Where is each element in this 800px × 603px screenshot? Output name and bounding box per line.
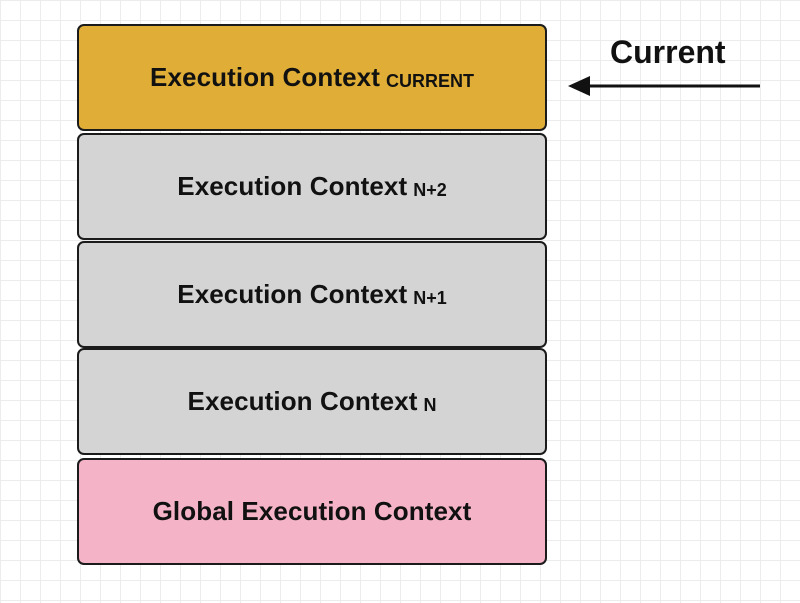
- execution-context-n-plus-2: Execution Context N+2: [77, 133, 547, 240]
- current-pointer-label: Current: [610, 34, 726, 70]
- context-subscript: N+1: [413, 288, 447, 308]
- context-label: Execution Context: [177, 171, 408, 201]
- execution-context-current: Execution Context CURRENT: [77, 24, 547, 131]
- context-subscript: N+2: [413, 180, 447, 200]
- context-label: Execution Context: [177, 279, 408, 309]
- execution-context-n-plus-1: Execution Context N+1: [77, 241, 547, 348]
- context-label: Global Execution Context: [152, 496, 472, 526]
- context-subscript: CURRENT: [385, 71, 474, 91]
- context-label: Execution Context: [187, 386, 418, 416]
- context-label: Execution Context: [150, 62, 380, 92]
- global-execution-context: Global Execution Context: [77, 458, 547, 565]
- context-subscript: N: [423, 395, 437, 415]
- arrow-left-icon: [568, 76, 760, 96]
- execution-context-n: Execution Context N: [77, 348, 547, 455]
